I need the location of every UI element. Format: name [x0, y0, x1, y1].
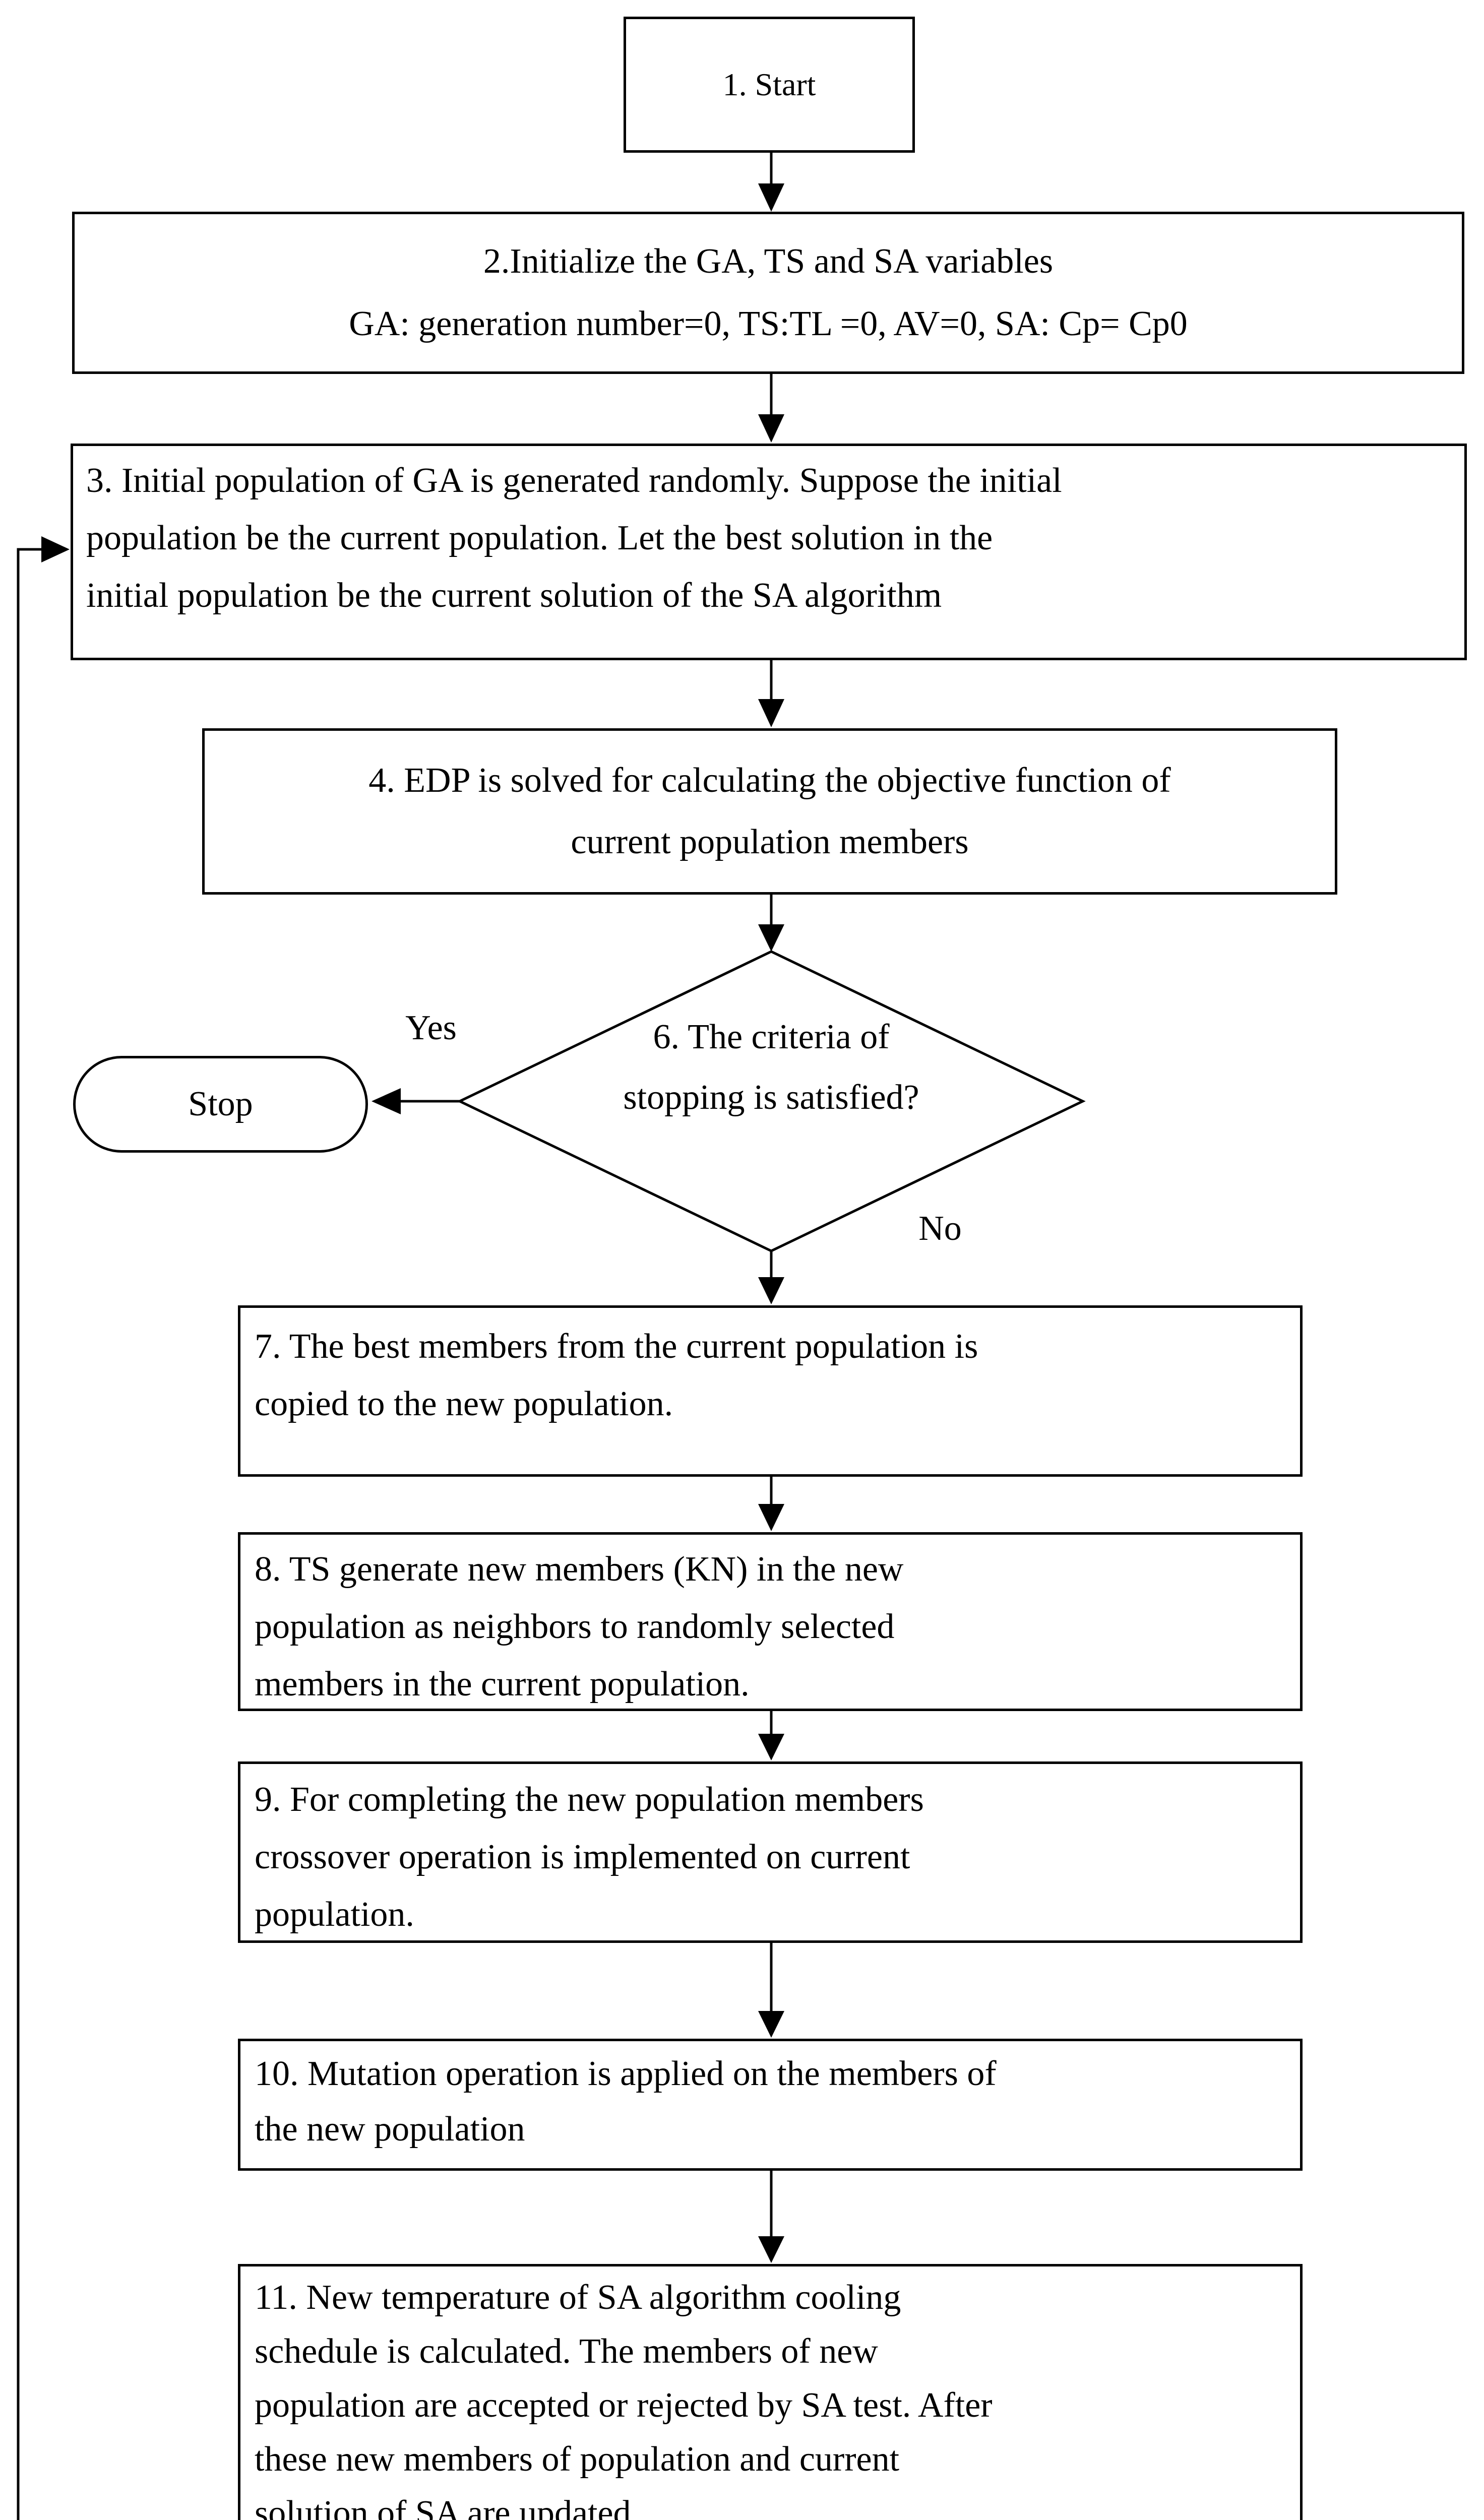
- edge-feedback-suppose-to-initial-population: [17, 536, 70, 2520]
- edge-copy-best-to-ts-generate: [758, 1477, 784, 1531]
- edge-init-to-initial-population: [758, 374, 784, 443]
- edge-edp-to-criteria: [758, 895, 784, 952]
- node-initialize-variables: 2.Initialize the GA, TS and SA variables…: [72, 212, 1464, 374]
- edge-ts-generate-to-crossover: [758, 1711, 784, 1760]
- decision-criteria-text: 6. The criteria of stopping is satisfied…: [623, 1018, 919, 1117]
- arrowhead-down-icon: [758, 924, 784, 952]
- node-start: 1. Start: [624, 17, 915, 153]
- arrowhead-down-icon: [758, 1734, 784, 1760]
- arrowhead-down-icon: [758, 183, 784, 212]
- edge-label-yes: Yes: [405, 1009, 457, 1047]
- arrowhead-left-icon: [372, 1088, 401, 1114]
- edge-start-to-init: [758, 153, 784, 212]
- node-initial-population: 3. Initial population of GA is generated…: [71, 444, 1467, 660]
- node-ts-generate-members: 8. TS generate new members (KN) in the n…: [238, 1532, 1303, 1711]
- edge-mutation-to-sa-update: [758, 2171, 784, 2263]
- edge-criteria-yes-to-stop: [372, 1088, 460, 1114]
- arrowhead-down-icon: [758, 1504, 784, 1531]
- edge-label-no: No: [918, 1209, 962, 1248]
- edge-crossover-to-mutation: [758, 1943, 784, 2038]
- arrowhead-down-icon: [758, 1277, 784, 1304]
- node-stop: Stop: [73, 1056, 368, 1153]
- arrowhead-down-icon: [758, 2011, 784, 2038]
- arrowhead-down-icon: [758, 2236, 784, 2263]
- edge-criteria-no-to-copy-best: [758, 1251, 784, 1304]
- arrowhead-down-icon: [758, 699, 784, 727]
- node-edp-solved: 4. EDP is solved for calculating the obj…: [202, 728, 1337, 895]
- node-mutation-operation: 10. Mutation operation is applied on the…: [238, 2039, 1303, 2171]
- node-sa-temperature-update: 11. New temperature of SA algorithm cool…: [238, 2264, 1303, 2520]
- arrowhead-down-icon: [758, 414, 784, 443]
- edge-initial-population-to-edp: [758, 660, 784, 727]
- node-copy-best-members: 7. The best members from the current pop…: [238, 1305, 1303, 1477]
- arrowhead-right-icon: [41, 536, 70, 562]
- node-crossover-operation: 9. For completing the new population mem…: [238, 1761, 1303, 1943]
